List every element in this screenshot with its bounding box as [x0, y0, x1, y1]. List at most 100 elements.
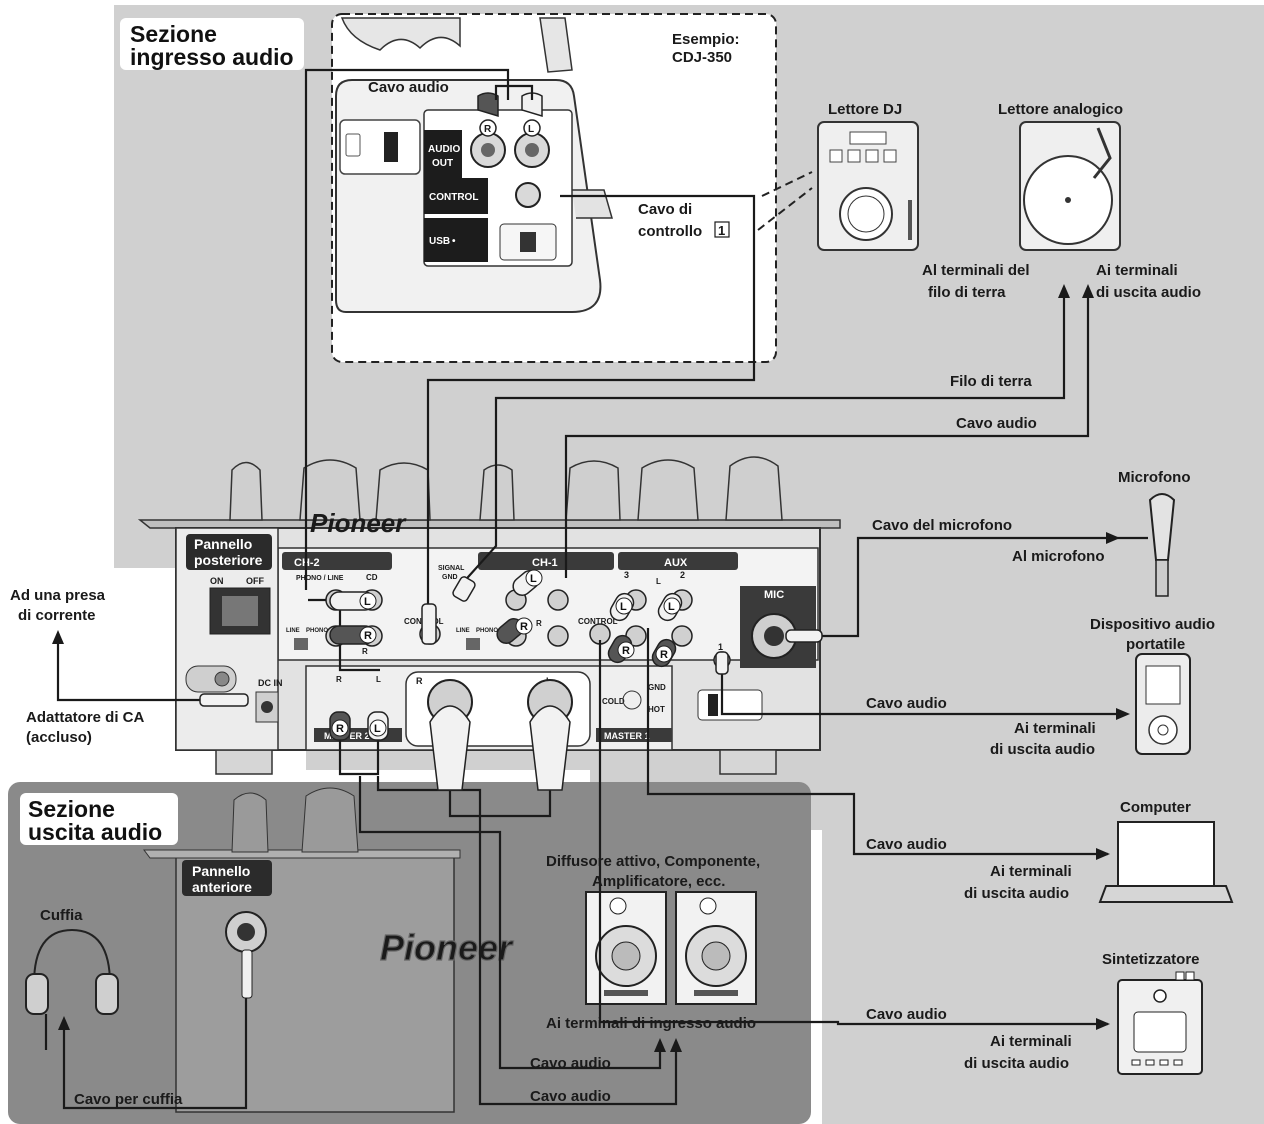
- ac-adapter-label-1: Adattatore di CA: [26, 709, 145, 726]
- svg-text:CD: CD: [366, 573, 378, 582]
- synth-device: [1117, 971, 1203, 1075]
- svg-text:PHONO: PHONO: [476, 628, 498, 634]
- svg-text:GND: GND: [648, 683, 666, 692]
- svg-text:L: L: [668, 601, 675, 613]
- svg-text:CONTROL: CONTROL: [429, 192, 478, 203]
- rca-plugs: L R L R L L R R R L: [199, 569, 823, 791]
- headphone-cable-label: Cavo per cuffia: [74, 1091, 183, 1108]
- speakers-label-1: Diffusore attivo, Componente,: [546, 853, 760, 870]
- portable-label-1: Dispositivo audio: [1090, 616, 1215, 633]
- ground-terminals-label-1: Al terminali del: [922, 262, 1030, 279]
- headphones-label: Cuffia: [40, 907, 83, 924]
- svg-text:anteriore: anteriore: [192, 879, 252, 895]
- to-outlet-label-2: di corrente: [18, 607, 96, 624]
- svg-text:L: L: [656, 577, 661, 586]
- svg-text:L: L: [364, 596, 371, 608]
- dj-player-device: [817, 121, 919, 251]
- computer-device: [1098, 821, 1234, 903]
- svg-text:GND: GND: [442, 574, 458, 581]
- svg-text:OUT: OUT: [432, 158, 453, 169]
- svg-text:SIGNAL: SIGNAL: [438, 565, 465, 572]
- cables: [44, 68, 1148, 1110]
- speaker-audio-cable-label-2: Cavo audio: [530, 1088, 611, 1105]
- example-model: CDJ-350: [672, 49, 732, 66]
- cdj-audio-cable-label: Cavo audio: [368, 79, 449, 96]
- analog-audio-cable-label: Cavo audio: [956, 415, 1037, 432]
- svg-text:CONTROL: CONTROL: [578, 617, 618, 626]
- dj-player-label: Lettore DJ: [828, 101, 902, 118]
- svg-text:R: R: [622, 645, 630, 657]
- svg-text:DC IN: DC IN: [258, 678, 283, 688]
- svg-text:R: R: [362, 647, 368, 656]
- analog-player-label: Lettore analogico: [998, 101, 1123, 118]
- analog-player-device: [1019, 121, 1121, 251]
- svg-text:MIC: MIC: [764, 589, 784, 601]
- output-terminals-top-1: Ai terminali: [1096, 262, 1178, 279]
- output-terminals-top-2: di uscita audio: [1096, 284, 1201, 301]
- svg-text:PHONO / LINE: PHONO / LINE: [296, 575, 344, 582]
- to-outlet-label-1: Ad una presa: [10, 587, 106, 604]
- speaker-audio-cable-label-1: Cavo audio: [530, 1055, 611, 1072]
- svg-text:Pannello: Pannello: [194, 536, 252, 552]
- svg-text:uscita audio: uscita audio: [28, 819, 162, 845]
- svg-text:L: L: [374, 723, 381, 735]
- ground-terminals-label-2: filo di terra: [928, 284, 1006, 301]
- input-terminals-label: Ai terminali di ingresso audio: [546, 1015, 756, 1032]
- svg-text:3: 3: [624, 570, 629, 580]
- control-cable-label-2: controllo: [638, 223, 702, 240]
- svg-text:R: R: [520, 621, 528, 633]
- svg-text:HOT: HOT: [648, 705, 665, 714]
- synth-label: Sintetizzatore: [1102, 951, 1200, 968]
- microphone-label: Microfono: [1118, 469, 1191, 486]
- svg-text:USB: USB: [429, 236, 450, 247]
- svg-text:CH-1: CH-1: [532, 557, 558, 569]
- mixer-unit: CH-2 PHONO / LINE CD CH-1 AUX MIC SIGNAL…: [137, 456, 841, 775]
- svg-text:AUDIO: AUDIO: [428, 144, 460, 155]
- svg-text:R: R: [416, 676, 423, 686]
- svg-text:OFF: OFF: [246, 576, 264, 586]
- computer-label: Computer: [1120, 799, 1191, 816]
- svg-text:ON: ON: [210, 576, 224, 586]
- microphone-device: [1148, 493, 1176, 597]
- svg-text:Sezione: Sezione: [28, 796, 115, 822]
- arrow-heads: [52, 284, 1130, 1052]
- headphones-device: [25, 928, 119, 1015]
- synth-output-label-2: di uscita audio: [964, 1055, 1069, 1072]
- svg-text:COLD: COLD: [602, 697, 625, 706]
- svg-text:L: L: [530, 573, 537, 585]
- svg-text:L: L: [528, 124, 534, 135]
- portable-output-label-1: Ai terminali: [1014, 720, 1096, 737]
- speakers-label-2: Amplificatore, ecc.: [592, 873, 725, 890]
- to-microphone-label: Al microfono: [1012, 548, 1105, 565]
- control-cable-label-1: Cavo di: [638, 201, 692, 218]
- svg-text:posteriore: posteriore: [194, 552, 263, 568]
- svg-text:R: R: [336, 723, 344, 735]
- svg-text:LINE: LINE: [456, 628, 470, 634]
- input-section-title: Sezione ingresso audio: [120, 18, 304, 70]
- cdj-inset: AUDIO OUT CONTROL USB • R L: [331, 13, 777, 363]
- computer-output-label-2: di uscita audio: [964, 885, 1069, 902]
- svg-text:Pioneer: Pioneer: [310, 508, 407, 538]
- portable-audio-cable-label: Cavo audio: [866, 695, 947, 712]
- svg-text:Sezione: Sezione: [130, 21, 217, 47]
- control-cable-number: 1: [718, 223, 725, 238]
- svg-text:MASTER 1: MASTER 1: [604, 731, 650, 741]
- svg-text:R: R: [536, 619, 542, 628]
- portable-device: [1135, 653, 1191, 755]
- ground-wire-label: Filo di terra: [950, 373, 1032, 390]
- svg-text:ingresso audio: ingresso audio: [130, 44, 294, 70]
- svg-text:LINE: LINE: [286, 628, 300, 634]
- svg-text:L: L: [376, 675, 381, 684]
- svg-text:AUX: AUX: [664, 557, 688, 569]
- synth-audio-cable-label: Cavo audio: [866, 1006, 947, 1023]
- svg-text:R: R: [660, 649, 668, 661]
- svg-text:1: 1: [718, 642, 723, 652]
- computer-output-label-1: Ai terminali: [990, 863, 1072, 880]
- computer-audio-cable-label: Cavo audio: [866, 836, 947, 853]
- output-section-title: Sezione uscita audio: [20, 793, 178, 845]
- svg-text:2: 2: [680, 570, 685, 580]
- svg-text:Pannello: Pannello: [192, 863, 250, 879]
- svg-text:L: L: [620, 601, 627, 613]
- svg-text:•: •: [452, 236, 456, 247]
